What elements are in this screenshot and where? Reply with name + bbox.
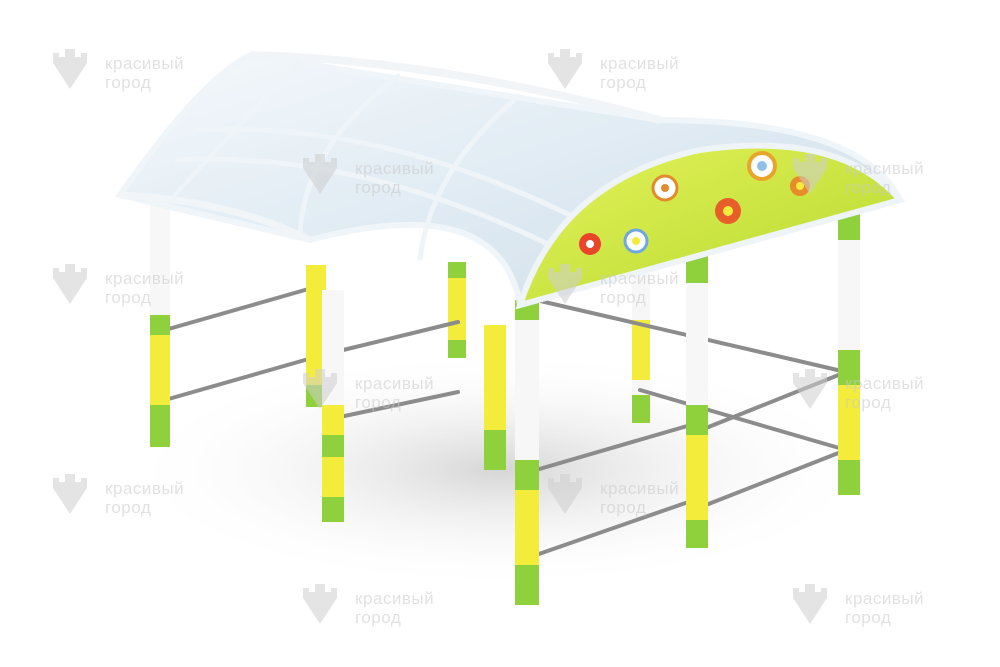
front-posts — [150, 205, 860, 605]
flower — [715, 198, 741, 224]
back-posts — [448, 262, 650, 423]
flower — [623, 228, 649, 254]
flower — [579, 233, 601, 255]
flower — [790, 176, 810, 196]
flower — [651, 174, 679, 202]
flower — [747, 151, 777, 181]
